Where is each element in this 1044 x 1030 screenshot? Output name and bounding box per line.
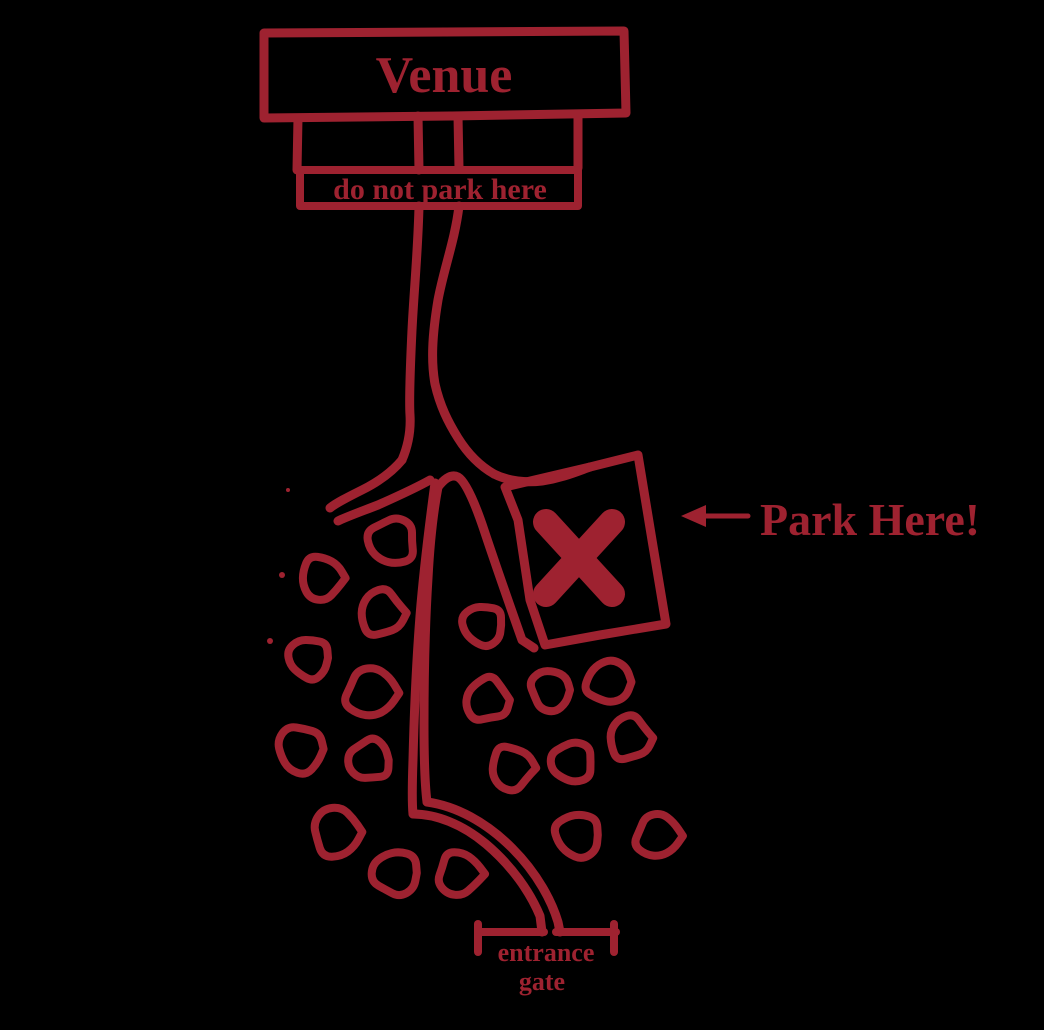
tree-circle [310, 803, 367, 861]
venue-box-outline [259, 26, 631, 123]
entrance-gate-label-line2: gate [519, 967, 565, 996]
exit-road-curve [408, 797, 565, 937]
tree-circle [462, 672, 514, 724]
ink-speck [286, 488, 290, 492]
parking-lot-outline [500, 450, 671, 650]
x-mark-stroke-2 [533, 509, 625, 607]
no-parking-strip [296, 166, 582, 210]
arrow-head [681, 505, 706, 527]
tree-circle [488, 742, 541, 795]
ink-speck [267, 638, 273, 644]
ink-speck [279, 572, 285, 578]
venue-box [259, 26, 631, 123]
road-fork-left-branch [325, 455, 435, 526]
tree-circle [546, 738, 595, 786]
tree-circle [458, 602, 506, 651]
tree-circle [606, 711, 658, 764]
tree-circle [526, 667, 574, 716]
driveway-left-kerb-upper [413, 111, 424, 175]
driveway-right-kerb-upper [453, 111, 464, 173]
tree-circle [298, 552, 350, 604]
lot-inner-lane [407, 478, 440, 819]
tree-circle [274, 723, 328, 778]
tree-circle [550, 810, 602, 862]
road-right-kerb [428, 201, 499, 479]
parking-lot-boundary [500, 450, 671, 650]
fork-left-outer-kerb [325, 455, 407, 513]
tree-circle [581, 656, 636, 706]
tree-circle [341, 664, 404, 720]
tree-circle [434, 848, 490, 899]
forecourt-left-edge [292, 113, 303, 175]
tree-circle [367, 848, 421, 900]
tree-circle [284, 635, 332, 684]
access-road [397, 201, 499, 479]
park-here-label: Park Here! [760, 494, 980, 545]
median-island-right-edge [433, 471, 539, 653]
tree-circle [344, 734, 393, 782]
tree-circle [357, 585, 411, 639]
ink-specks [267, 488, 290, 644]
entrance-gate-barrier [474, 920, 620, 956]
venue-label: Venue [376, 47, 513, 104]
venue-forecourt [292, 111, 583, 175]
tree-field [274, 514, 687, 900]
left-arrow-icon [681, 505, 751, 527]
no-parking-label: do not park here [333, 173, 547, 206]
tree-circle [363, 514, 417, 567]
tree-circle [631, 810, 687, 860]
entrance-gate-label-line1: entrance [498, 938, 595, 967]
x-mark-icon [533, 509, 625, 607]
fork-left-inner-kerb [333, 475, 435, 526]
road-left-kerb [397, 201, 424, 465]
inner-lane-kerb [407, 478, 440, 819]
exit-road-outer-kerb [408, 809, 547, 937]
no-parking-box-outline [296, 166, 582, 210]
exit-road-inner-kerb [422, 797, 565, 937]
